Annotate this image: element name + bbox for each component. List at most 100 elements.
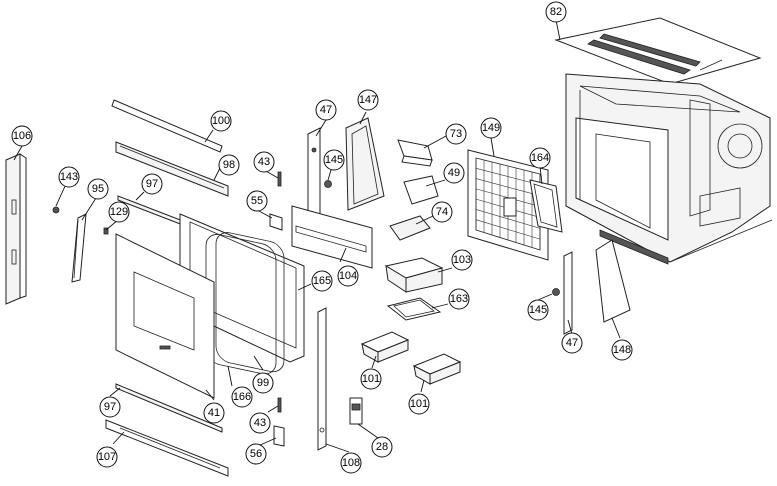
part-43-clip-top — [277, 171, 282, 187]
callouts: 82 100 47 147 73 149 106 98 43 145 164 1… — [11, 1, 633, 474]
part-41-door-glass — [115, 233, 215, 399]
callout-108: 108 — [340, 452, 362, 474]
svg-text:108: 108 — [342, 457, 360, 469]
stove-housing — [565, 73, 773, 265]
part-104-base-tray — [291, 205, 373, 269]
callout-49: 49 — [443, 162, 465, 184]
part-100-rail — [111, 99, 223, 153]
svg-text:74: 74 — [436, 206, 448, 218]
svg-text:145: 145 — [325, 154, 343, 166]
part-95-hinge — [71, 213, 87, 283]
callout-74: 74 — [431, 201, 453, 223]
part-106-side-panel — [5, 153, 27, 305]
callout-104: 104 — [337, 265, 359, 287]
part-149-grille — [467, 149, 549, 261]
callout-55: 55 — [246, 190, 268, 212]
part-73-bracket — [397, 139, 433, 167]
svg-text:28: 28 — [376, 441, 388, 453]
leader-lines — [13, 19, 621, 453]
svg-text:145: 145 — [529, 304, 547, 316]
part-82-top-plate — [554, 17, 762, 85]
callout-129: 129 — [108, 201, 130, 223]
svg-text:47: 47 — [320, 104, 332, 116]
svg-text:164: 164 — [531, 152, 549, 164]
callout-166: 166 — [231, 386, 253, 408]
callout-82: 82 — [545, 1, 567, 23]
svg-text:129: 129 — [110, 206, 128, 218]
svg-text:49: 49 — [448, 167, 460, 179]
svg-text:97: 97 — [146, 178, 158, 190]
svg-text:148: 148 — [613, 344, 631, 356]
callout-95: 95 — [87, 178, 109, 200]
callout-47-top: 47 — [315, 99, 337, 121]
callout-147: 147 — [357, 89, 379, 111]
callout-98: 98 — [218, 154, 240, 176]
part-145-nut-right — [552, 288, 560, 296]
callout-97-top: 97 — [141, 173, 163, 195]
svg-text:43: 43 — [258, 156, 270, 168]
svg-text:41: 41 — [208, 407, 220, 419]
part-147-deflector — [345, 117, 385, 211]
part-49-bracket — [403, 175, 439, 205]
svg-text:98: 98 — [223, 159, 235, 171]
svg-text:143: 143 — [60, 171, 78, 183]
callout-100: 100 — [210, 110, 232, 132]
callout-103: 103 — [451, 249, 473, 271]
svg-text:106: 106 — [13, 130, 31, 142]
svg-text:165: 165 — [313, 275, 331, 287]
callout-143: 143 — [58, 166, 80, 188]
callout-99: 99 — [252, 372, 274, 394]
part-108-rod — [317, 307, 327, 451]
svg-text:56: 56 — [250, 448, 262, 460]
callout-43-bottom: 43 — [249, 412, 271, 434]
part-129-pin — [103, 227, 109, 235]
part-143-screw — [52, 206, 60, 214]
callout-148: 148 — [611, 339, 633, 361]
callout-145-left: 145 — [323, 149, 345, 171]
callout-56: 56 — [245, 443, 267, 465]
callout-97-bottom: 97 — [99, 396, 121, 418]
part-28-switch — [349, 397, 363, 425]
part-55-clip — [269, 213, 283, 231]
svg-text:73: 73 — [450, 128, 462, 140]
part-163-gasket — [386, 297, 442, 321]
part-98-channel — [115, 141, 229, 197]
svg-text:99: 99 — [257, 377, 269, 389]
part-97-frame-rail-bottom — [115, 383, 223, 433]
svg-text:166: 166 — [233, 391, 251, 403]
svg-text:97: 97 — [104, 401, 116, 413]
callout-47-right: 47 — [561, 332, 583, 354]
svg-text:101: 101 — [410, 398, 428, 410]
svg-text:149: 149 — [482, 122, 500, 134]
svg-text:55: 55 — [251, 195, 263, 207]
svg-text:82: 82 — [550, 6, 562, 18]
part-101-ash-tray-1 — [360, 331, 410, 363]
callout-163: 163 — [448, 288, 470, 310]
svg-text:103: 103 — [453, 254, 471, 266]
part-148-side-cover — [595, 239, 631, 323]
callout-73: 73 — [445, 123, 467, 145]
callout-41: 41 — [203, 402, 225, 424]
svg-text:47: 47 — [566, 337, 578, 349]
part-101-ash-tray-2 — [412, 353, 462, 385]
svg-text:43: 43 — [254, 417, 266, 429]
callout-43-top: 43 — [253, 151, 275, 173]
part-145-nut-left — [324, 180, 332, 188]
part-107-bottom-trim — [105, 419, 229, 477]
svg-text:163: 163 — [450, 293, 468, 305]
part-164-gasket — [529, 179, 563, 233]
callout-101-b: 101 — [408, 393, 430, 415]
part-47-bracket-right — [563, 251, 573, 335]
svg-text:101: 101 — [362, 373, 380, 385]
callout-106: 106 — [11, 125, 33, 147]
svg-text:107: 107 — [98, 451, 116, 463]
part-74-bracket — [389, 215, 431, 241]
part-56-clip — [273, 425, 285, 447]
callout-165: 165 — [311, 270, 333, 292]
svg-text:100: 100 — [212, 115, 230, 127]
callout-164: 164 — [529, 147, 551, 169]
part-43-clip-bottom — [277, 397, 282, 413]
callout-101-a: 101 — [360, 368, 382, 390]
svg-text:104: 104 — [339, 270, 357, 282]
